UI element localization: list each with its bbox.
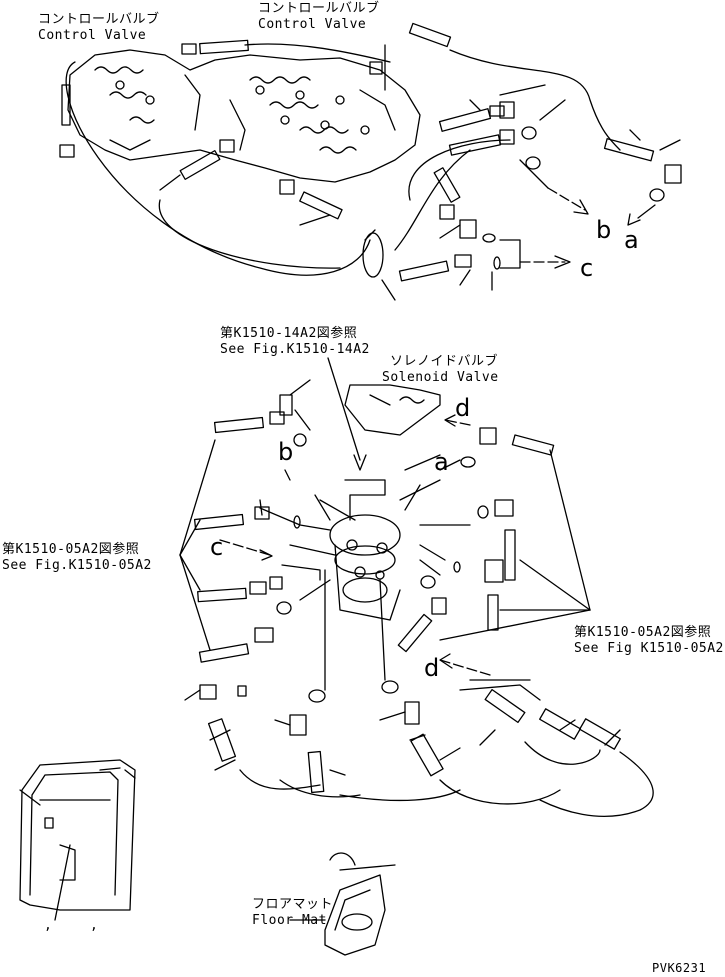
comma-mark-2: , bbox=[90, 918, 99, 933]
callout-letter-d-low: d bbox=[424, 654, 440, 682]
callout-letter-a-mid: a bbox=[434, 448, 449, 476]
drawing-code: PVK6231 bbox=[652, 961, 707, 975]
control-valve-illustration bbox=[59, 49, 421, 183]
ref-05a2-left-label-en: See Fig.K1510-05A2 bbox=[2, 558, 152, 573]
ref-05a2-right-label-en: See Fig K1510-05A2 bbox=[574, 641, 724, 656]
floor-mat-label-en: Floor Mat bbox=[252, 913, 327, 928]
cab-outline bbox=[19, 759, 136, 921]
lower-hoses bbox=[184, 653, 654, 817]
control-valve-label-jp-1: コントロールバルブ bbox=[38, 12, 160, 27]
control-valve-label-jp-2: コントロールバルブ bbox=[258, 1, 380, 16]
ref-05a2-left-label-jp: 第K1510-05A2図参照 bbox=[2, 542, 140, 557]
callout-letter-b-mid: b bbox=[278, 438, 294, 466]
callout-letter-a-top: a bbox=[624, 226, 639, 254]
ref-05a2-right-label-jp: 第K1510-05A2図参照 bbox=[574, 625, 712, 640]
top-hoses bbox=[65, 22, 682, 301]
callout-letter-b-top: b bbox=[596, 216, 612, 244]
callout-letter-d-mid: d bbox=[455, 394, 471, 422]
control-valve-label-en-2: Control Valve bbox=[258, 17, 367, 32]
ref-14a2-label-jp: 第K1510-14A2図参照 bbox=[220, 326, 358, 341]
solenoid-valve-label-jp: ソレノイドバルブ bbox=[390, 354, 499, 369]
control-valve-label-en-1: Control Valve bbox=[38, 28, 147, 43]
floor-mat-illustration bbox=[289, 852, 396, 956]
middle-assembly bbox=[179, 357, 591, 703]
callout-letter-c-mid: c bbox=[210, 533, 224, 561]
comma-mark-1: , bbox=[44, 918, 53, 933]
solenoid-valve-label-en: Solenoid Valve bbox=[382, 370, 499, 385]
callout-letter-c-top: c bbox=[580, 254, 594, 282]
floor-mat-label-jp: フロアマット bbox=[252, 897, 334, 912]
ref-14a2-label-en: See Fig.K1510-14A2 bbox=[220, 342, 370, 357]
